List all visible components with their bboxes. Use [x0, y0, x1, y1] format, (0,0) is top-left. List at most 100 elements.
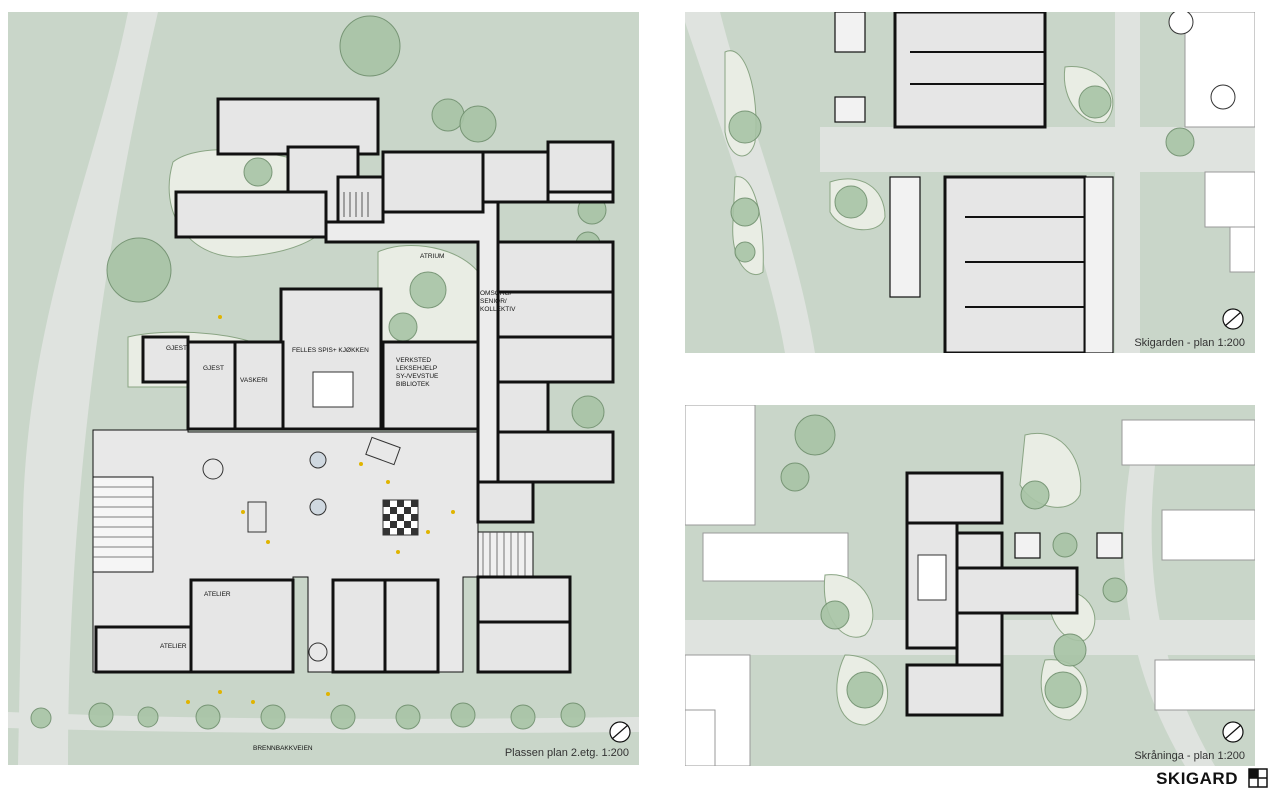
- stair-core: [336, 175, 385, 224]
- skigarden-plan-panel: Skigarden - plan 1:200: [685, 12, 1255, 353]
- room-label: ATRIUM: [420, 253, 444, 260]
- dwelling: [905, 471, 1004, 525]
- skigarden-plan-drawing: [685, 12, 1255, 353]
- north-arrow-icon: [1222, 721, 1244, 743]
- tree: [137, 706, 159, 728]
- tree: [1020, 480, 1050, 510]
- tree: [106, 237, 172, 303]
- stairs-east: [477, 531, 534, 578]
- tree: [820, 600, 850, 630]
- room-label: FELLES SPIS+ KJØKKEN: [292, 347, 369, 354]
- room-label: SY-/VEVSTUE: [396, 373, 439, 380]
- tree: [431, 98, 465, 132]
- dwelling: [496, 240, 615, 294]
- tree: [243, 157, 273, 187]
- verksted-room: [381, 340, 480, 431]
- road-label: BRENNBAKKVEIEN: [253, 745, 313, 752]
- neighbour-building: [1229, 226, 1255, 273]
- plan-caption: Skigarden - plan 1:200: [1134, 337, 1245, 349]
- tree: [794, 414, 836, 456]
- tree: [88, 702, 114, 728]
- shed: [834, 96, 866, 123]
- tree: [571, 395, 605, 429]
- bleacher-stairs: [92, 476, 154, 573]
- tree: [1102, 577, 1128, 603]
- tree: [834, 185, 868, 219]
- kitchen-island: [312, 371, 354, 408]
- room-label: LEKSEHJELP: [396, 365, 437, 372]
- neighbour-building: [702, 532, 849, 582]
- gjest-room: [186, 340, 237, 431]
- neighbour-building: [1154, 659, 1255, 711]
- tree: [510, 704, 536, 730]
- footpath: [1123, 465, 1215, 766]
- north-arrow-icon: [609, 721, 631, 743]
- footpath: [1115, 12, 1140, 353]
- round-table: [308, 642, 328, 662]
- skraninga-plan-drawing: [685, 405, 1255, 766]
- dwelling: [496, 335, 615, 384]
- grid-logo-icon: [1248, 768, 1268, 788]
- north-arrow-icon: [1222, 308, 1244, 330]
- dwelling: [546, 140, 615, 194]
- room-block: [174, 190, 328, 239]
- table: [247, 501, 267, 533]
- atelier-room: [189, 578, 295, 674]
- row-house-block: [943, 175, 1087, 353]
- vaskeri-room: [231, 340, 285, 431]
- shed: [834, 12, 866, 53]
- terrace: [1084, 176, 1114, 353]
- plan-caption: Plassen plan 2.etg. 1:200: [504, 747, 629, 759]
- tree: [450, 702, 476, 728]
- room-label: ATELIER: [204, 591, 231, 598]
- shed: [1096, 532, 1123, 559]
- room-label: ATELIER: [160, 643, 187, 650]
- tree: [459, 105, 497, 143]
- dwelling: [481, 150, 550, 204]
- tree: [1078, 85, 1112, 119]
- dwelling: [955, 566, 1079, 615]
- room-label: BIBLIOTEK: [396, 381, 430, 388]
- room-block: [216, 97, 380, 156]
- tree: [1053, 633, 1087, 667]
- neighbour-building: [685, 709, 716, 766]
- tree: [260, 704, 286, 730]
- tree: [780, 462, 810, 492]
- gjest-room: [141, 335, 190, 384]
- dwelling: [955, 531, 1004, 570]
- neighbour-building: [1204, 171, 1255, 228]
- tree: [388, 312, 418, 342]
- tree: [846, 671, 884, 709]
- table: [365, 436, 401, 466]
- room-label: GJEST: [203, 365, 224, 372]
- tree: [730, 197, 760, 227]
- road-strip: [8, 712, 639, 734]
- shed: [889, 176, 921, 298]
- tree: [728, 110, 762, 144]
- felles-spis-room: [279, 287, 383, 431]
- neighbour-building: [1121, 419, 1255, 466]
- room-label: VERKSTED: [396, 357, 431, 364]
- tree: [330, 704, 356, 730]
- tree: [339, 15, 401, 77]
- dwelling: [496, 380, 550, 434]
- dwelling: [955, 611, 1004, 670]
- room-label: KOLLEKTIV: [480, 306, 516, 313]
- plassen-plan-panel: GJEST GJEST VASKERI FELLES SPIS+ KJØKKEN…: [8, 12, 639, 765]
- atelier-room: [94, 625, 193, 674]
- round-table: [1168, 12, 1194, 35]
- tree: [1052, 532, 1078, 558]
- dwelling: [905, 663, 1004, 717]
- shed: [1014, 532, 1041, 559]
- tree: [395, 704, 421, 730]
- plassen-plan-drawing: GJEST GJEST VASKERI FELLES SPIS+ KJØKKEN…: [8, 12, 639, 765]
- tree: [195, 704, 221, 730]
- elevator-core: [476, 480, 535, 524]
- room-label: VASKERI: [240, 377, 268, 384]
- skraninga-plan-panel: Skråninga - plan 1:200: [685, 405, 1255, 766]
- dwelling-block: [476, 575, 572, 674]
- tree: [1044, 671, 1082, 709]
- fountain: [309, 498, 327, 516]
- neighbour-building: [685, 405, 756, 526]
- room-label: OMSORG/: [480, 290, 512, 297]
